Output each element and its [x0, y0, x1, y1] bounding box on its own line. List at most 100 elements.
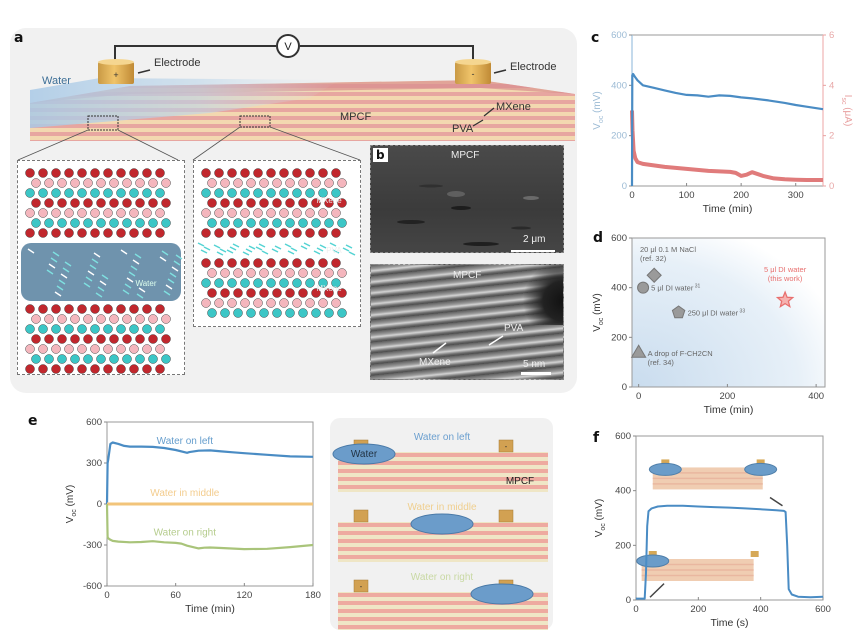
- y-axis-label: Voc (mV): [592, 293, 605, 332]
- atom: [155, 324, 165, 334]
- atom: [90, 324, 100, 334]
- atom: [64, 188, 74, 198]
- atom: [129, 188, 139, 198]
- atom: [227, 278, 237, 288]
- atom: [337, 288, 347, 298]
- atom: [240, 298, 250, 308]
- mxene-layer-top: [201, 168, 347, 238]
- pva-chain: [120, 249, 128, 255]
- atom: [220, 218, 230, 228]
- atom: [337, 218, 347, 228]
- atom: [324, 308, 334, 318]
- atom: [51, 228, 61, 238]
- atom: [44, 314, 54, 324]
- pva-chain: [159, 256, 167, 262]
- atom: [116, 168, 126, 178]
- atom: [246, 288, 256, 298]
- y-axis-label: Voc (mV): [592, 91, 605, 130]
- x-tick-label: 400: [808, 391, 824, 402]
- atom: [83, 334, 93, 344]
- svg-text:-: -: [472, 69, 475, 79]
- atom: [318, 208, 328, 218]
- y-right-tick-label: 0: [829, 181, 834, 192]
- atom: [259, 268, 269, 278]
- atom: [220, 268, 230, 278]
- atom: [135, 334, 145, 344]
- atom: [142, 304, 152, 314]
- pva-chain: [348, 251, 356, 256]
- pva-chain: [175, 254, 183, 260]
- atom: [70, 178, 80, 188]
- y-tick-label: 400: [611, 80, 627, 91]
- pva-chain: [54, 291, 62, 297]
- atom: [31, 314, 41, 324]
- atom: [292, 258, 302, 268]
- atom: [161, 218, 171, 228]
- atom: [266, 188, 276, 198]
- y-tick-label: 300: [86, 458, 102, 469]
- pva-chain: [27, 248, 35, 254]
- atom: [253, 188, 263, 198]
- pva-chain: [226, 249, 234, 254]
- atom: [259, 198, 269, 208]
- atom: [279, 278, 289, 288]
- atom: [70, 314, 80, 324]
- water-drop: [332, 443, 396, 465]
- atom: [57, 334, 67, 344]
- atom: [161, 198, 171, 208]
- water-drop: [648, 462, 682, 476]
- atom: [44, 218, 54, 228]
- electrode: [648, 551, 657, 557]
- pva-chain: [203, 246, 211, 251]
- atom: [116, 324, 126, 334]
- atom: [246, 178, 256, 188]
- film-layer: [338, 485, 548, 489]
- pva-chain: [130, 265, 138, 271]
- atom: [109, 314, 119, 324]
- pva-chain: [345, 244, 353, 249]
- atom: [109, 198, 119, 208]
- atom: [305, 258, 315, 268]
- atom: [311, 198, 321, 208]
- atom: [285, 218, 295, 228]
- atom: [227, 188, 237, 198]
- atom: [116, 304, 126, 314]
- atom: [129, 364, 139, 374]
- atom: [25, 324, 35, 334]
- atom: [337, 178, 347, 188]
- pva-chain: [303, 242, 311, 247]
- atom: [318, 188, 328, 198]
- atom: [207, 218, 217, 228]
- x-tick-label: 120: [236, 590, 252, 601]
- pva-chain: [284, 243, 292, 248]
- atom: [240, 208, 250, 218]
- mxene-label: MXene: [496, 101, 531, 113]
- atom: [44, 334, 54, 344]
- sem-top-label: MPCF: [451, 150, 480, 161]
- mxene-layer-bottom: [201, 258, 347, 318]
- atom: [103, 364, 113, 374]
- atom: [240, 258, 250, 268]
- atom: [31, 334, 41, 344]
- atom: [324, 198, 334, 208]
- atom: [51, 168, 61, 178]
- atom: [122, 178, 132, 188]
- x-tick-label: 180: [305, 590, 321, 601]
- x-tick-label: 300: [788, 190, 804, 201]
- atom: [83, 218, 93, 228]
- row-title: Water on right: [411, 572, 474, 583]
- marker-star: [775, 290, 795, 309]
- atom: [103, 324, 113, 334]
- atom: [129, 208, 139, 218]
- pva-chain: [165, 284, 173, 290]
- plot-frame: [635, 435, 824, 601]
- electrode-right-label: Electrode: [510, 61, 556, 73]
- atom: [135, 198, 145, 208]
- atom: [103, 188, 113, 198]
- atom: [57, 314, 67, 324]
- atom: [44, 198, 54, 208]
- atom: [214, 298, 224, 308]
- atom: [201, 278, 211, 288]
- pva-chain: [242, 251, 250, 256]
